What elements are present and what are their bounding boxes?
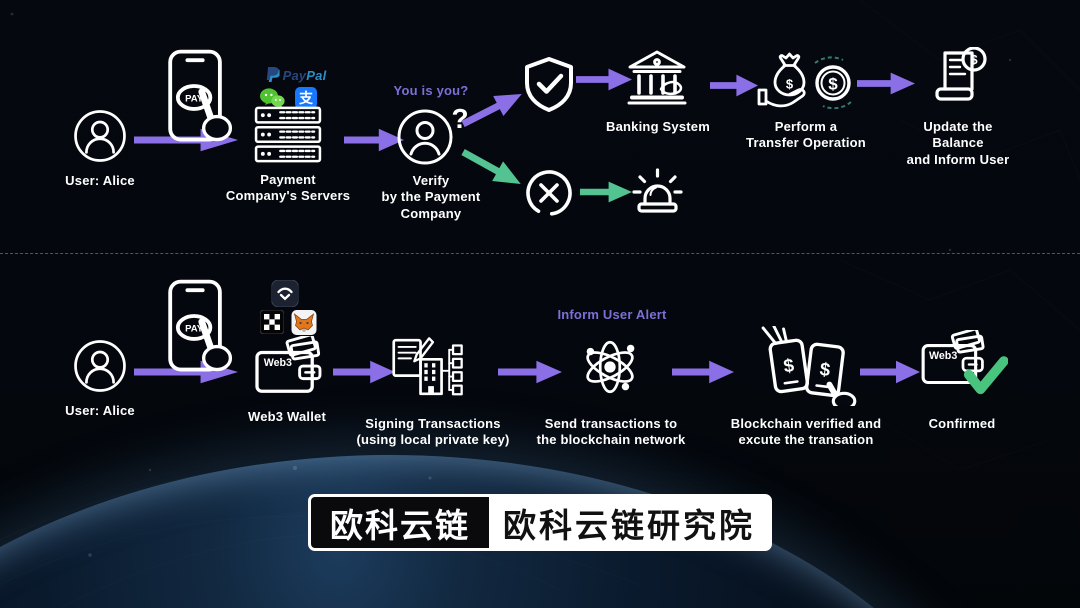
update-balance-label: Update the Balance and Inform User xyxy=(906,119,1010,167)
web2-user-label: User: Alice xyxy=(65,173,135,188)
signing-transactions-icon xyxy=(388,335,476,399)
arrow-shield-to-bank xyxy=(576,67,632,92)
banking-system-icon xyxy=(623,46,691,108)
svg-text:PAY: PAY xyxy=(185,93,204,104)
verify-person-icon: ? xyxy=(396,106,472,166)
reject-x-icon xyxy=(523,167,575,219)
alipay-icon: 支 xyxy=(295,87,317,109)
svg-text:$: $ xyxy=(782,354,796,376)
blockchain-verified-icon: $ $ xyxy=(753,326,859,406)
arrow-reject-to-alert xyxy=(580,180,632,204)
svg-text:$: $ xyxy=(786,77,794,92)
walletconnect-icon xyxy=(271,280,299,307)
verify-question-label: You is you? xyxy=(393,83,469,98)
transfer-operation-icon: $ $ xyxy=(754,52,856,118)
web2-user-icon xyxy=(71,107,129,165)
shield-check-icon xyxy=(520,56,578,114)
inform-user-alert-label: Inform User Alert xyxy=(557,307,667,322)
alarm-siren-icon xyxy=(629,162,685,218)
svg-text:?: ? xyxy=(451,106,468,134)
wechat-pay-icon xyxy=(259,86,285,110)
confirmed-wallet-icon: Web3 xyxy=(918,330,1008,400)
arrow-servers-to-verify xyxy=(344,127,404,153)
web3-wallet-label: Web3 Wallet xyxy=(247,409,327,424)
okx-icon xyxy=(260,310,284,334)
payment-servers-label: Payment Company's Servers xyxy=(225,172,351,204)
transfer-operation-label: Perform a Transfer Operation xyxy=(746,119,866,151)
brand-name: 欧科云链 xyxy=(311,497,489,548)
footer-brand-lockup: 欧科云链 欧科云链研究院 xyxy=(308,494,772,551)
arrow-verify-reject xyxy=(457,141,527,196)
section-divider-dashed-line xyxy=(0,253,1080,254)
svg-text:$: $ xyxy=(819,358,832,380)
svg-text:Web3: Web3 xyxy=(929,350,957,362)
svg-text:$: $ xyxy=(970,52,978,67)
web3-phone-pay-icon: PAY xyxy=(153,275,239,401)
arrow-wallet-to-signing xyxy=(333,359,395,385)
signing-transactions-label: Signing Transactions (using local privat… xyxy=(356,416,510,448)
banking-system-label: Banking System xyxy=(606,119,710,134)
paypal-logo: PayPal xyxy=(266,67,327,84)
metamask-icon xyxy=(291,310,317,335)
svg-text:$: $ xyxy=(828,75,838,94)
brand-org-name: 欧科云链研究院 xyxy=(489,497,769,548)
blockchain-verified-label: Blockchain verified and excute the trans… xyxy=(730,416,882,448)
payment-servers-icon xyxy=(253,105,323,165)
svg-text:PAY: PAY xyxy=(185,323,204,334)
verify-label: Verify by the Payment Company xyxy=(381,173,481,221)
blockchain-network-icon xyxy=(577,334,643,400)
arrow-transfer-to-update xyxy=(857,71,915,96)
arrow-bank-to-transfer xyxy=(710,73,758,98)
arrow-verify-success xyxy=(457,82,528,135)
arrow-send-to-verified xyxy=(672,359,734,385)
svg-text:Web3: Web3 xyxy=(264,357,292,369)
send-transactions-label: Send transactions to the blockchain netw… xyxy=(536,416,686,448)
web3-user-label: User: Alice xyxy=(65,403,135,418)
confirmed-label: Confirmed xyxy=(928,416,996,431)
arrow-verified-to-confirmed xyxy=(860,359,920,385)
web3-user-icon xyxy=(71,337,129,395)
web3-wallet-icon: Web3 xyxy=(251,336,325,398)
arrow-signing-to-send xyxy=(498,359,562,385)
web2-phone-pay-icon: PAY xyxy=(153,45,239,171)
update-balance-icon: $ xyxy=(927,47,987,109)
